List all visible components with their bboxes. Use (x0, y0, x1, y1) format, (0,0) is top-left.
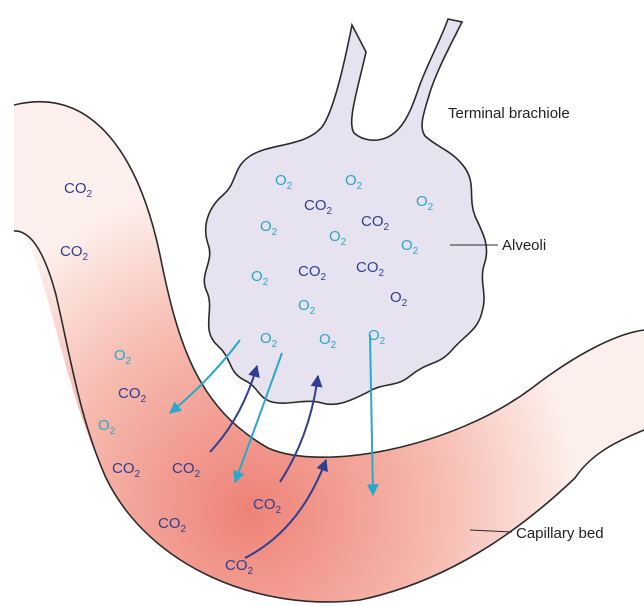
alveoli-label: Alveoli (502, 237, 546, 254)
terminal-brachiole-label: Terminal brachiole (448, 105, 570, 122)
capillary-bed-label: Capillary bed (516, 525, 604, 542)
alveolus (204, 19, 486, 404)
